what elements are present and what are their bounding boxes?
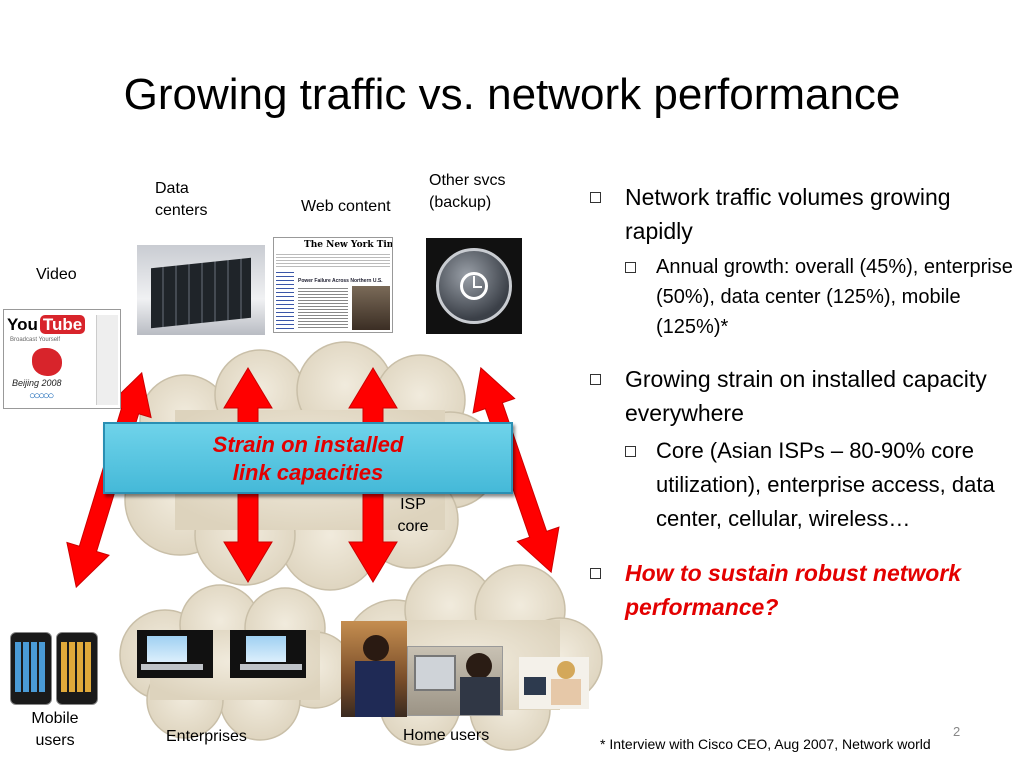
nyt-masthead: The New York Times [304, 240, 392, 250]
bullet-marker-icon [625, 262, 636, 273]
youtube-logo-you: You [7, 315, 38, 334]
label-data-centers: Data centers [155, 180, 208, 219]
bullet-marker-icon [590, 568, 601, 579]
sub-bullet-annual-growth: Annual growth: overall (45%), enterprise… [590, 252, 1015, 342]
bullet-marker-icon [590, 374, 601, 385]
phone-icon [10, 632, 52, 705]
footnote: * Interview with Cisco CEO, Aug 2007, Ne… [600, 736, 931, 752]
arrow-other-svcs [472, 366, 560, 574]
beijing-emblem [32, 348, 62, 376]
bullet-marker-icon [625, 446, 636, 457]
other-svcs-image [426, 238, 522, 334]
beijing-text: Beijing 2008 [12, 378, 62, 388]
mobile-phones-image [10, 632, 102, 705]
strain-callout: Strain on installed link capacities [103, 422, 513, 494]
youtube-tagline: Broadcast Yourself [10, 337, 61, 343]
web-content-image: The New York Times Power Failure Across … [273, 237, 393, 333]
home-users-photo-3 [519, 657, 589, 709]
bullet-text: Network traffic volumes growing rapidly [625, 184, 951, 244]
enterprise-laptop-2 [230, 630, 306, 678]
bullet-question: How to sustain robust network performanc… [590, 556, 1015, 624]
enterprise-laptop-1 [137, 630, 213, 678]
slide-title: Growing traffic vs. network performance [123, 70, 901, 119]
label-isp-core: ISP core [397, 496, 429, 535]
bullet-list: Network traffic volumes growing rapidly … [590, 180, 1015, 624]
bullet-text: Growing strain on installed capacity eve… [625, 366, 987, 426]
label-other-svcs: Other svcs (backup) [429, 172, 506, 211]
nyt-headline: Power Failure Across Northern U.S. [298, 278, 383, 284]
label-home-users: Home users [403, 727, 490, 744]
sub-bullet-text: Annual growth: overall (45%), enterprise… [656, 256, 1013, 338]
bullet-text: How to sustain robust network performanc… [625, 560, 962, 620]
label-enterprises: Enterprises [166, 728, 247, 745]
label-web-content: Web content [301, 198, 391, 215]
sub-bullet-core: Core (Asian ISPs – 80-90% core utilizati… [590, 434, 1015, 536]
data-centers-image [137, 245, 265, 335]
bullet-marker-icon [590, 192, 601, 203]
home-users-photo-2 [407, 646, 503, 716]
sub-bullet-text: Core (Asian ISPs – 80-90% core utilizati… [656, 438, 995, 531]
bullet-capacity-strain: Growing strain on installed capacity eve… [590, 362, 1015, 430]
olympic-rings-icon: ○○○○○ [29, 390, 54, 402]
phone-icon [56, 632, 98, 705]
youtube-logo-tube: Tube [39, 315, 86, 334]
bullet-traffic-growth: Network traffic volumes growing rapidly [590, 180, 1015, 248]
label-video: Video [36, 266, 77, 283]
home-users-photo-1 [341, 621, 407, 717]
label-mobile-users: Mobile users [31, 710, 79, 749]
page-number: 2 [953, 724, 961, 739]
